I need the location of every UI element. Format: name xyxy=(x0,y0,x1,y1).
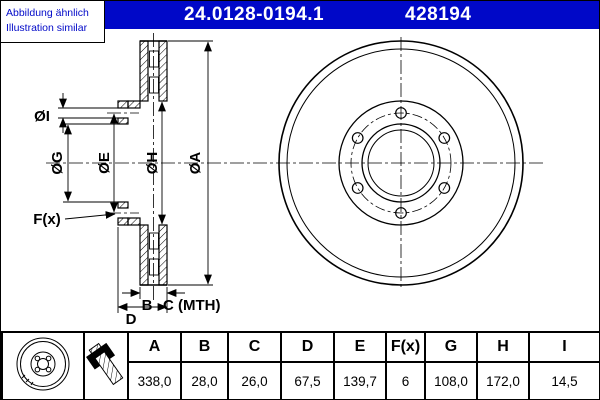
dim-label-b: B xyxy=(142,297,153,314)
part-number: 24.0128-0194.1 xyxy=(184,4,325,25)
brake-caliper-icon xyxy=(86,342,124,386)
dim-label-c: C (MTH) xyxy=(163,297,220,314)
col-header-c: C xyxy=(227,331,282,363)
col-header-a: A xyxy=(127,331,182,363)
value-d: 67,5 xyxy=(280,361,335,399)
col-header-d: D xyxy=(280,331,335,363)
col-header-fx: F(x) xyxy=(385,331,426,363)
reference-number: 428194 xyxy=(405,4,472,25)
dim-label-dia-i: ØI xyxy=(34,108,50,125)
col-header-e: E xyxy=(333,331,387,363)
col-header-i: I xyxy=(528,331,599,363)
dim-label-dia-h: ØH xyxy=(144,152,161,175)
front-view xyxy=(278,40,524,286)
technical-drawing: ØA ØH ØE ØG ØI F(x) B C (MTH) D xyxy=(33,33,546,328)
dim-label-f: F(x) xyxy=(33,211,61,228)
note-box: Abbildung ähnlich Illustration similar xyxy=(1,1,105,43)
section-view xyxy=(117,40,168,286)
dim-label-dia-e: ØE xyxy=(96,152,113,174)
value-a: 338,0 xyxy=(127,361,182,399)
value-fx: 6 xyxy=(385,361,426,399)
value-b: 28,0 xyxy=(180,361,229,399)
dim-label-dia-g: ØG xyxy=(49,151,66,174)
value-e: 139,7 xyxy=(333,361,387,399)
dim-label-d: D xyxy=(126,311,137,328)
dimension-labels: ØA ØH ØE ØG ØI F(x) B C (MTH) D xyxy=(33,108,220,328)
spec-table: A B C D E F(x) G H I 338,0 28,0 26,0 67,… xyxy=(1,331,599,399)
caliper-icon-cell xyxy=(83,331,129,399)
dimensions xyxy=(58,40,213,313)
col-header-h: H xyxy=(476,331,530,363)
note-line-en: Illustration similar xyxy=(6,22,88,34)
disc-icon-cell xyxy=(1,331,85,399)
col-header-b: B xyxy=(180,331,229,363)
value-h: 172,0 xyxy=(476,361,530,399)
dim-label-dia-a: ØA xyxy=(187,152,204,175)
col-header-g: G xyxy=(424,331,478,363)
value-g: 108,0 xyxy=(424,361,478,399)
bolt-holes xyxy=(351,107,451,219)
brake-disc-icon xyxy=(16,337,70,391)
value-c: 26,0 xyxy=(227,361,282,399)
note-line-de: Abbildung ähnlich xyxy=(6,7,89,19)
value-i: 14,5 xyxy=(528,361,599,399)
